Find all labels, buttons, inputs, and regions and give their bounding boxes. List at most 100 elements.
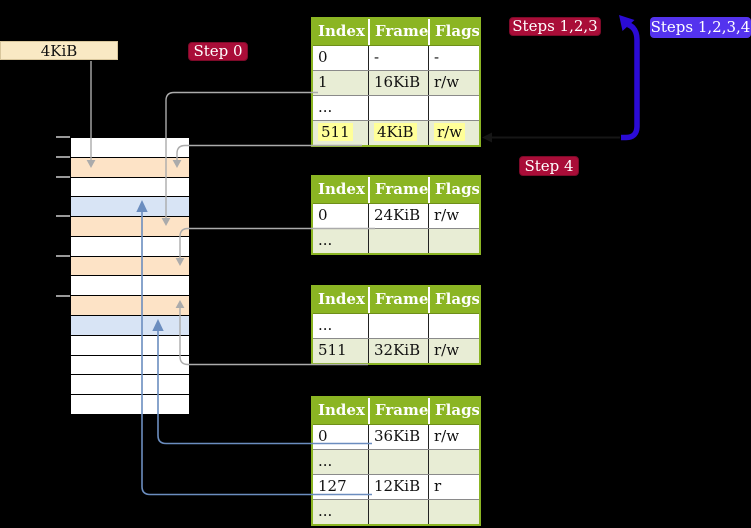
memory-frame-row-peach [71,296,189,317]
cell-value: ... [318,231,333,249]
column-header: Index [318,401,365,419]
table-cell: - [368,46,428,70]
table-cell: 0 [313,425,368,449]
table-cell [368,500,428,524]
frame-size-label: 4KiB [0,41,118,60]
cell-value: 0 [318,206,328,224]
table-cell: r/w [428,425,479,449]
highlighted-value: 511 [318,123,353,141]
memory-frame-row-blue [71,316,189,336]
memory-frame-row-peach [71,256,189,277]
cell-value: 16KiB [374,73,421,91]
column-header: Index [318,180,365,198]
table-cell: ... [313,500,368,524]
cell-value: 24KiB [374,206,421,224]
memory-tick [56,255,70,257]
cell-value: 0 [318,427,328,445]
cell-value: - [434,48,440,66]
cell-value: ... [318,502,333,520]
cell-value: ... [318,452,333,470]
table-cell [428,314,479,338]
table-cell: 0 [313,204,368,228]
table-cell [428,96,479,120]
column-header: Index [318,290,365,308]
table-cell [368,314,428,338]
cell-value: r [434,477,442,495]
table-cell: ... [313,314,368,338]
memory-tick [56,175,70,178]
memory-frame-row-white [71,375,189,396]
column-header: Frame [368,287,428,313]
memory-frame-row-peach [71,157,189,178]
badge-step-0: Step 0 [188,42,248,61]
table-cell: r/w [428,71,479,95]
table-row: ... [313,228,479,253]
table-row: ... [313,449,479,474]
table-cell [428,450,479,474]
table-cell: 16KiB [368,71,428,95]
table-row: ... [313,313,479,338]
steps-flow-arrowhead [619,15,635,31]
table-cell: 4KiB [368,121,428,145]
badge-steps-1-2-3-4: Steps 1,2,3,4 [650,17,751,38]
table-cell: r/w [428,121,479,145]
arrow-table1-entry511-to-frame4kib [176,144,362,160]
table-cell: 32KiB [368,339,428,363]
cell-value: r/w [434,206,460,224]
table-cell: r/w [428,204,479,228]
memory-tick [56,294,70,297]
memory-frame-row-blue [71,197,189,218]
cell-value: ... [318,316,333,334]
table-cell: 0 [313,46,368,70]
table-cell [428,500,479,524]
highlighted-value: 4KiB [374,123,417,141]
table-cell: 127 [313,475,368,499]
memory-tick [56,215,70,217]
table-cell [368,229,428,253]
table-cell [368,450,428,474]
cell-value: 0 [318,48,328,66]
column-header: Flags [428,19,479,45]
memory-frame-row-white [71,177,189,198]
table-row: 127 12KiB r [313,474,479,499]
table-cell: 511 [313,121,368,145]
column-header: Flags [428,398,479,424]
table-row: 0 36KiB r/w [313,424,479,449]
column-header: Index [318,22,365,40]
cell-value: 12KiB [374,477,421,495]
cell-value: 32KiB [374,341,421,359]
badge-step-4: Step 4 [519,156,579,176]
table-cell: r [428,475,479,499]
column-header: Flags [428,287,479,313]
memory-frame-row-peach [71,217,189,237]
cell-value: 36KiB [374,427,421,445]
badge-steps-1-2-3: Steps 1,2,3 [509,17,601,36]
column-header: Frame [368,177,428,203]
cell-value: r/w [434,427,460,445]
physical-memory-column [70,137,190,415]
table-cell: 12KiB [368,475,428,499]
table-cell [368,96,428,120]
memory-tick [56,136,70,138]
table-cell: 1 [313,71,368,95]
steps-flow-arrow [621,21,640,141]
memory-frame-row-white [71,335,189,356]
table-row: 511 4KiB r/w [313,120,479,145]
cell-value: 127 [318,477,347,495]
column-header: Flags [428,177,479,203]
memory-frame-row-white [71,138,189,158]
table-row: ... [313,95,479,120]
table-cell: ... [313,450,368,474]
table-cell: ... [313,96,368,120]
memory-frame-row-white [71,236,189,257]
